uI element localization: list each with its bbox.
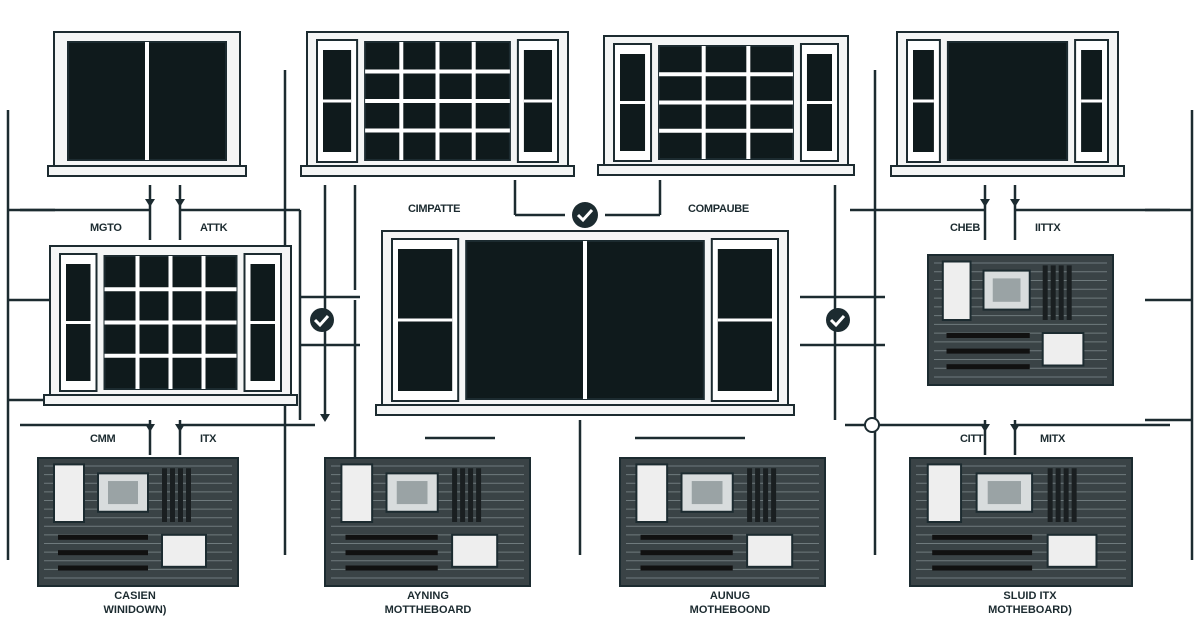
check-circle-icon — [310, 308, 334, 332]
arrow-icon — [1010, 199, 1020, 207]
ram-slot — [452, 468, 458, 522]
motherboard-caption: MOTTHEBOARD — [385, 604, 472, 616]
ram-slot — [170, 468, 175, 522]
arrow-icon — [980, 199, 990, 207]
window-glass — [946, 41, 1069, 161]
motherboard-caption: WINIDOWN) — [104, 604, 167, 616]
io-shield — [340, 463, 374, 523]
label-form-factor: MGTO — [90, 222, 122, 234]
window-icon — [890, 31, 1125, 177]
pcie-slot — [58, 534, 148, 540]
window-sill — [890, 165, 1125, 177]
motherboard-icon — [37, 457, 239, 587]
window-icon — [375, 230, 795, 416]
chipset — [161, 533, 207, 568]
arrow-icon — [1010, 424, 1020, 432]
arrow-icon — [145, 424, 155, 432]
window-icon — [300, 31, 575, 177]
label-form-factor: CMM — [90, 433, 116, 445]
label-form-factor: ATTK — [200, 222, 228, 234]
ram-slot — [1050, 265, 1056, 320]
cpu-socket — [982, 269, 1031, 311]
window-icon — [47, 31, 247, 177]
window-sill — [375, 404, 795, 416]
label-form-factor: IITTX — [1035, 222, 1061, 234]
label-compatible: CIMPATTE — [408, 203, 460, 215]
ram-slot — [186, 468, 191, 522]
motherboard-caption: AYNING — [407, 590, 449, 602]
pcie-slot — [932, 534, 1033, 540]
window-sill — [300, 165, 575, 177]
motherboard-icon — [324, 457, 531, 587]
label-form-factor: CHEB — [950, 222, 980, 234]
pcie-slot — [932, 550, 1033, 556]
label-form-factor: ITX — [200, 433, 217, 445]
motherboard-icon — [909, 457, 1133, 587]
ram-slot — [747, 468, 753, 522]
io-shield — [53, 463, 85, 523]
arrow-icon — [145, 199, 155, 207]
ram-slot — [476, 468, 482, 522]
ram-slot — [468, 468, 474, 522]
chipset — [451, 533, 499, 568]
window-icon — [43, 245, 298, 406]
pcie-slot — [640, 565, 733, 571]
pcie-slot — [932, 565, 1033, 571]
window-sill — [47, 165, 247, 177]
pcie-slot — [946, 348, 1030, 354]
motherboard-caption: MOTHEBOOND — [690, 604, 771, 616]
arrow-icon — [320, 414, 330, 422]
label-form-factor: CITT — [960, 433, 984, 445]
check-circle-icon — [572, 202, 598, 228]
motherboard-caption: CASIEN — [114, 590, 156, 602]
ram-slot — [1071, 468, 1077, 522]
ram-slot — [460, 468, 466, 522]
ram-slot — [1058, 265, 1064, 320]
connector-lines — [6, 70, 1194, 560]
pcie-slot — [946, 333, 1030, 338]
pcie-slot — [640, 534, 733, 540]
motherboard-caption: SLUID ITX — [1003, 590, 1057, 602]
pcie-slot — [640, 550, 733, 556]
pcie-slot — [946, 364, 1030, 370]
label-compatible: COMPAUBE — [688, 203, 749, 215]
window-sill — [597, 164, 855, 176]
check-circle-icon — [826, 308, 850, 332]
pcie-slot — [345, 534, 438, 540]
junction-node — [864, 417, 880, 433]
ram-slot — [178, 468, 183, 522]
motherboard-icon — [927, 254, 1114, 386]
ram-slot — [162, 468, 167, 522]
ram-slot — [1055, 468, 1061, 522]
ram-slot — [1042, 265, 1048, 320]
io-shield — [635, 463, 669, 523]
ram-slot — [763, 468, 769, 522]
chipset — [746, 533, 794, 568]
motherboard-icon — [619, 457, 826, 587]
arrow-icon — [175, 199, 185, 207]
ram-slot — [1066, 265, 1072, 320]
pcie-slot — [58, 565, 148, 571]
io-shield — [941, 260, 972, 321]
arrow-icon — [175, 424, 185, 432]
ram-slot — [755, 468, 761, 522]
window-sill — [43, 394, 298, 406]
motherboard-caption: MOTHEBOARD) — [988, 604, 1072, 616]
pcie-slot — [345, 550, 438, 556]
ram-slot — [771, 468, 777, 522]
ram-slot — [1063, 468, 1069, 522]
label-form-factor: MITX — [1040, 433, 1066, 445]
windows-layer — [43, 31, 1125, 416]
ram-slot — [1047, 468, 1053, 522]
arrow-icon — [980, 424, 990, 432]
motherboard-caption: AUNUG — [710, 590, 750, 602]
chipset — [1046, 533, 1098, 568]
chipset — [1041, 332, 1085, 367]
window-icon — [597, 35, 855, 176]
pcie-slot — [58, 550, 148, 556]
pcie-slot — [345, 565, 438, 571]
motherboards-layer — [37, 254, 1133, 587]
io-shield — [926, 463, 963, 523]
